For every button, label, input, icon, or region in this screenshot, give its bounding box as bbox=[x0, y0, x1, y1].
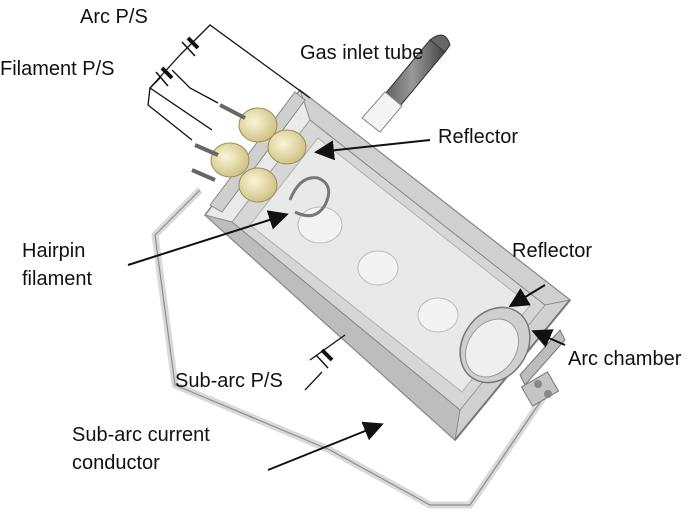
arrow-reflector-top bbox=[314, 139, 431, 161]
subarc-current-label: Sub-arc current bbox=[72, 424, 210, 446]
arrow-subarc-conductor bbox=[267, 421, 384, 471]
filament-insulators bbox=[191, 103, 307, 203]
battery-symbols bbox=[155, 36, 334, 369]
hairpin-filament bbox=[288, 176, 331, 218]
filament-ps-label: Filament P/S bbox=[0, 58, 115, 80]
arc-ps-label: Arc P/S bbox=[80, 6, 148, 28]
subarc-ps-label: Sub-arc P/S bbox=[175, 370, 283, 392]
gas-inlet-tube bbox=[361, 34, 451, 133]
gas-inlet-tube-label: Gas inlet tube bbox=[300, 42, 424, 64]
conductor-label: conductor bbox=[72, 452, 160, 474]
reflector-end-disc bbox=[459, 306, 566, 407]
annotation-arrows bbox=[127, 139, 566, 471]
hairpin-label: Hairpin bbox=[22, 240, 86, 262]
arrow-arc-chamber bbox=[531, 329, 566, 348]
arrow-hairpin bbox=[127, 210, 289, 266]
subarc-conductor-wire bbox=[151, 187, 548, 509]
circuit-wiring bbox=[147, 24, 346, 391]
arc-chamber-label: Arc chamber bbox=[568, 348, 682, 370]
arrow-reflector-right bbox=[508, 284, 546, 308]
filament-label: filament bbox=[22, 268, 93, 290]
reflector-top-label: Reflector bbox=[438, 126, 519, 148]
reflector-right-label: Reflector bbox=[512, 240, 593, 262]
